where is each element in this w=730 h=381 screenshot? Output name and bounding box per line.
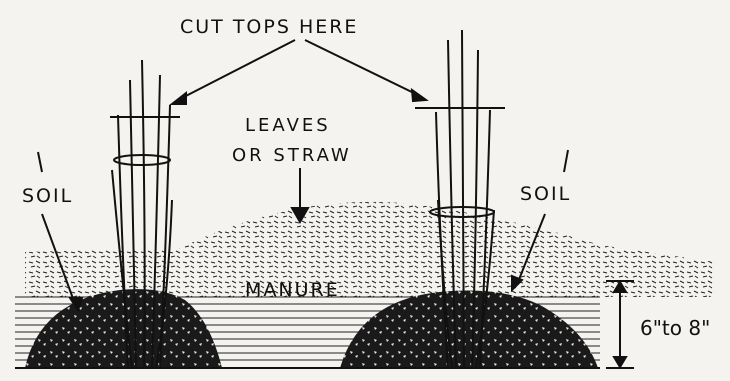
leaves-label: LEAVES — [245, 115, 331, 136]
tick-soil-left — [38, 152, 42, 172]
soil-label-left: SOIL — [22, 185, 73, 207]
soil-label-right: SOIL — [520, 183, 571, 205]
tick-soil-right — [564, 150, 568, 172]
manure-label: MANURE — [245, 279, 340, 301]
leaves-straw-layer — [25, 202, 715, 297]
straw-label: OR STRAW — [232, 145, 352, 166]
arrow-cut-left — [178, 40, 295, 100]
tie-left — [114, 155, 170, 165]
soil-mound-left — [25, 289, 222, 368]
cut-tops-label: CUT TOPS HERE — [180, 16, 358, 38]
arrow-cut-right — [305, 40, 420, 96]
measurement-label: 6"to 8" — [640, 316, 710, 340]
soil-mound-right — [340, 291, 598, 368]
